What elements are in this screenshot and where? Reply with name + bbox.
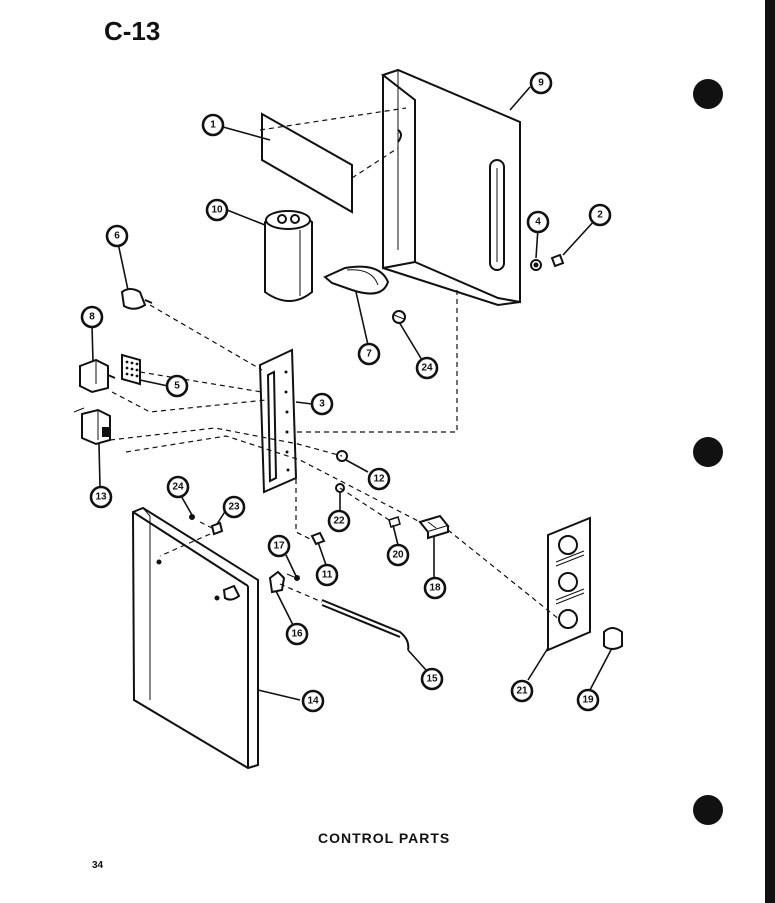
svg-text:2: 2 [597,210,603,221]
page-code: C-13 [104,16,161,46]
callout-bubble-21: 21 [510,679,534,703]
capacitor-part [264,210,313,302]
svg-text:7: 7 [366,349,372,360]
svg-text:22: 22 [333,516,345,527]
svg-text:9: 9 [538,78,544,89]
callout-bubble-1: 1 [201,113,225,137]
callout-bubble-16: 16 [285,622,309,646]
callout-bubble-11: 11 [315,563,339,587]
screw-part [550,253,565,268]
mounting-plate-part [121,353,141,386]
callout-bubble-19: 19 [576,688,600,712]
callout-bubble-17: 17 [267,534,291,558]
panel-knob-part [222,584,241,601]
washer-part [530,259,542,271]
callout-bubble-3: 3 [310,392,334,416]
callout-bubble-18: 18 [423,576,447,600]
svg-text:16: 16 [291,629,303,640]
side-bracket-part [380,68,521,307]
page-number: 34 [92,860,104,871]
binder-hole [693,795,723,825]
control-panel-part [131,506,259,770]
callout-bubble-13: 13 [89,485,113,509]
callout-bubble-24b: 24 [166,475,190,499]
callout-bubble-2: 2 [588,203,612,227]
pin-part [388,516,401,528]
callout-bubble-6: 6 [105,224,129,248]
svg-text:6: 6 [114,231,120,242]
knob-panel-part [547,516,591,652]
svg-text:24: 24 [172,482,184,493]
bracket-clip-part [268,570,286,594]
svg-text:14: 14 [307,696,319,707]
callout-bubble-12: 12 [367,467,391,491]
svg-text:23: 23 [228,502,240,513]
svg-text:18: 18 [429,583,441,594]
binder-hole [693,79,723,109]
svg-text:10: 10 [211,205,223,216]
svg-text:21: 21 [516,686,528,697]
svg-text:11: 11 [322,570,333,581]
binder-hole [693,437,723,467]
svg-text:17: 17 [273,541,285,552]
rotary-switch-part [79,358,116,394]
callout-bubble-8: 8 [80,305,104,329]
rod-part [321,599,410,651]
callout-bubble-4: 4 [526,210,550,234]
callout-bubble-10: 10 [205,198,229,222]
callout-bubble-22: 22 [327,509,351,533]
svg-text:5: 5 [174,381,180,392]
callout-bubble-15: 15 [420,667,444,691]
callout-bubble-5: 5 [165,374,189,398]
leader-lines [91,86,613,701]
svg-text:3: 3 [319,399,325,410]
assembly-guide-lines [109,107,561,621]
svg-text:12: 12 [373,474,385,485]
svg-text:13: 13 [95,492,107,503]
thermostat-knob-part [120,288,153,310]
callout-bubble-7: 7 [357,342,381,366]
screw-part [392,310,406,324]
screw-part [286,573,300,581]
selector-switch-part [73,407,111,446]
clip-part [189,514,224,536]
callout-bubble-9: 9 [529,71,553,95]
screw-part [310,531,326,546]
svg-text:24: 24 [421,363,433,374]
svg-text:4: 4 [535,217,541,228]
callout-bubble-14: 14 [301,689,325,713]
svg-text:19: 19 [582,695,594,706]
terminal-block-part [418,514,450,540]
callout-bubble-23: 23 [222,495,246,519]
callout-bubble-24: 24 [415,356,439,380]
flat-plate-part [261,112,353,214]
control-bracket-part [258,348,298,494]
diagram-caption: CONTROL PARTS [318,830,451,846]
page-edge-bar [765,0,775,903]
strap-part [323,265,390,295]
control-knob-part [603,627,623,650]
svg-text:15: 15 [426,674,438,685]
svg-text:8: 8 [89,312,95,323]
callout-bubble-20: 20 [386,543,410,567]
svg-text:1: 1 [210,120,216,131]
svg-text:20: 20 [392,550,404,561]
